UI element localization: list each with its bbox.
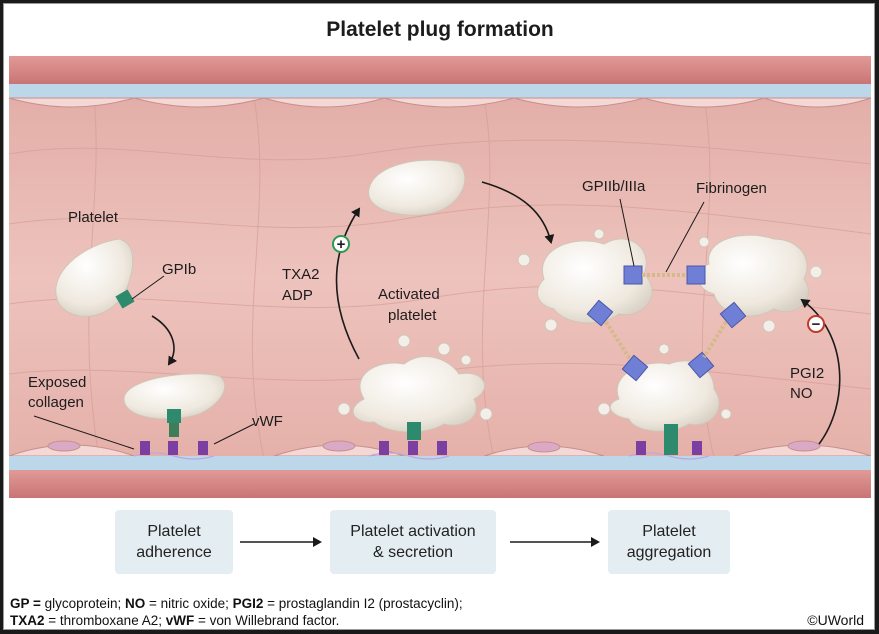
label-activated: Activated	[378, 286, 440, 303]
legend-gp-key: GP =	[10, 596, 41, 611]
activation-sign-text: +	[337, 236, 346, 253]
gpib-pointer	[131, 275, 165, 300]
activated-platelet-pseudopods	[337, 334, 493, 421]
arrow-recruit	[481, 181, 555, 244]
legend-no-key: NO	[124, 596, 146, 611]
activation-sign	[332, 235, 350, 253]
step-activation-label: Platelet activation & secretion	[350, 523, 476, 561]
activated-platelet	[352, 356, 486, 433]
legend-gp-value: glycoprotein;	[40, 596, 125, 611]
legend-line-2: TXA2 = thromboxane A2; vWF = von Willebr…	[10, 612, 463, 629]
arrow-inhibition	[800, 298, 841, 445]
inhibition-sign-text: −	[812, 316, 821, 333]
top-endothelium	[9, 84, 871, 98]
collagen-receptors-2	[379, 441, 447, 455]
fibrinogen-bridges	[604, 273, 728, 361]
legend-pgi2-key: PGI2	[232, 596, 264, 611]
collagen-pointer	[33, 415, 135, 450]
label-exposed: Exposed	[28, 374, 86, 391]
aggregated-pseudopods	[517, 228, 823, 420]
vwf-bridge	[169, 423, 179, 437]
platelet-adhered	[123, 373, 226, 420]
label-vwf: vWF	[252, 413, 283, 430]
diagram-frame: Platelet plug formation	[3, 3, 875, 630]
diagram-title: Platelet plug formation	[326, 18, 554, 41]
step-adherence-label: Platelet adherence	[136, 523, 212, 561]
label-gpib: GPIb	[162, 261, 196, 278]
platelet-resting-1	[55, 238, 134, 317]
fibrinogen-pointer	[665, 201, 705, 273]
step-aggregation: Platelet aggregation	[608, 510, 730, 574]
gpib-receptor-1	[115, 289, 135, 309]
label-adp: ADP	[282, 287, 313, 304]
gpib-receptor-3	[407, 422, 421, 440]
legend-txa2-key: TXA2	[10, 613, 45, 628]
label-txa2: TXA2	[282, 266, 320, 283]
bottom-vessel-wall	[9, 470, 871, 498]
collagen-receptors-3	[636, 441, 702, 455]
vwf-pointer	[213, 423, 255, 445]
legend-pgi2-value: = prostaglandin I2 (prostacyclin);	[263, 596, 463, 611]
aggregated-platelet-left	[536, 238, 653, 324]
legend-vwf-key: vWF	[165, 613, 195, 628]
step-aggregation-label: Platelet aggregation	[626, 523, 712, 561]
gpiib-pointer	[619, 198, 635, 267]
label-platelet: Platelet	[68, 209, 119, 226]
gpib-receptor-4	[664, 424, 678, 455]
gpib-receptor-2	[167, 409, 181, 423]
step-adherence: Platelet adherence	[115, 510, 233, 574]
arrow-descend	[151, 315, 178, 366]
collagen-receptors-1	[140, 441, 208, 455]
copyright: ©UWorld	[807, 612, 864, 628]
top-vessel-wall	[9, 56, 871, 84]
gpiib-iiia-receptors	[586, 265, 747, 382]
bottom-endothelium	[9, 456, 871, 470]
legend-line-1: GP = glycoprotein; NO = nitric oxide; PG…	[10, 595, 463, 612]
step-activation: Platelet activation & secretion	[330, 510, 496, 574]
bottom-endothelial-cells	[8, 440, 872, 457]
legend-txa2-value: = thromboxane A2;	[44, 613, 166, 628]
inhibition-sign	[807, 315, 825, 333]
legend-vwf-value: = von Willebrand factor.	[194, 613, 340, 628]
label-gpiib-iiia: GPIIb/IIIa	[582, 178, 646, 195]
label-collagen: collagen	[28, 394, 84, 411]
arrow-secretion	[335, 207, 361, 360]
abbreviation-legend: GP = glycoprotein; NO = nitric oxide; PG…	[10, 595, 463, 629]
top-endothelial-cells	[8, 97, 872, 108]
label-fibrinogen: Fibrinogen	[696, 180, 767, 197]
label-activated-platelet: platelet	[388, 307, 437, 324]
step-arrows	[240, 537, 600, 547]
label-pgi2: PGI2	[790, 365, 824, 382]
vessel-illustration: + −	[8, 56, 872, 498]
legend-no-value: = nitric oxide;	[145, 596, 233, 611]
platelet-recruited	[368, 159, 466, 216]
label-no: NO	[790, 385, 813, 402]
